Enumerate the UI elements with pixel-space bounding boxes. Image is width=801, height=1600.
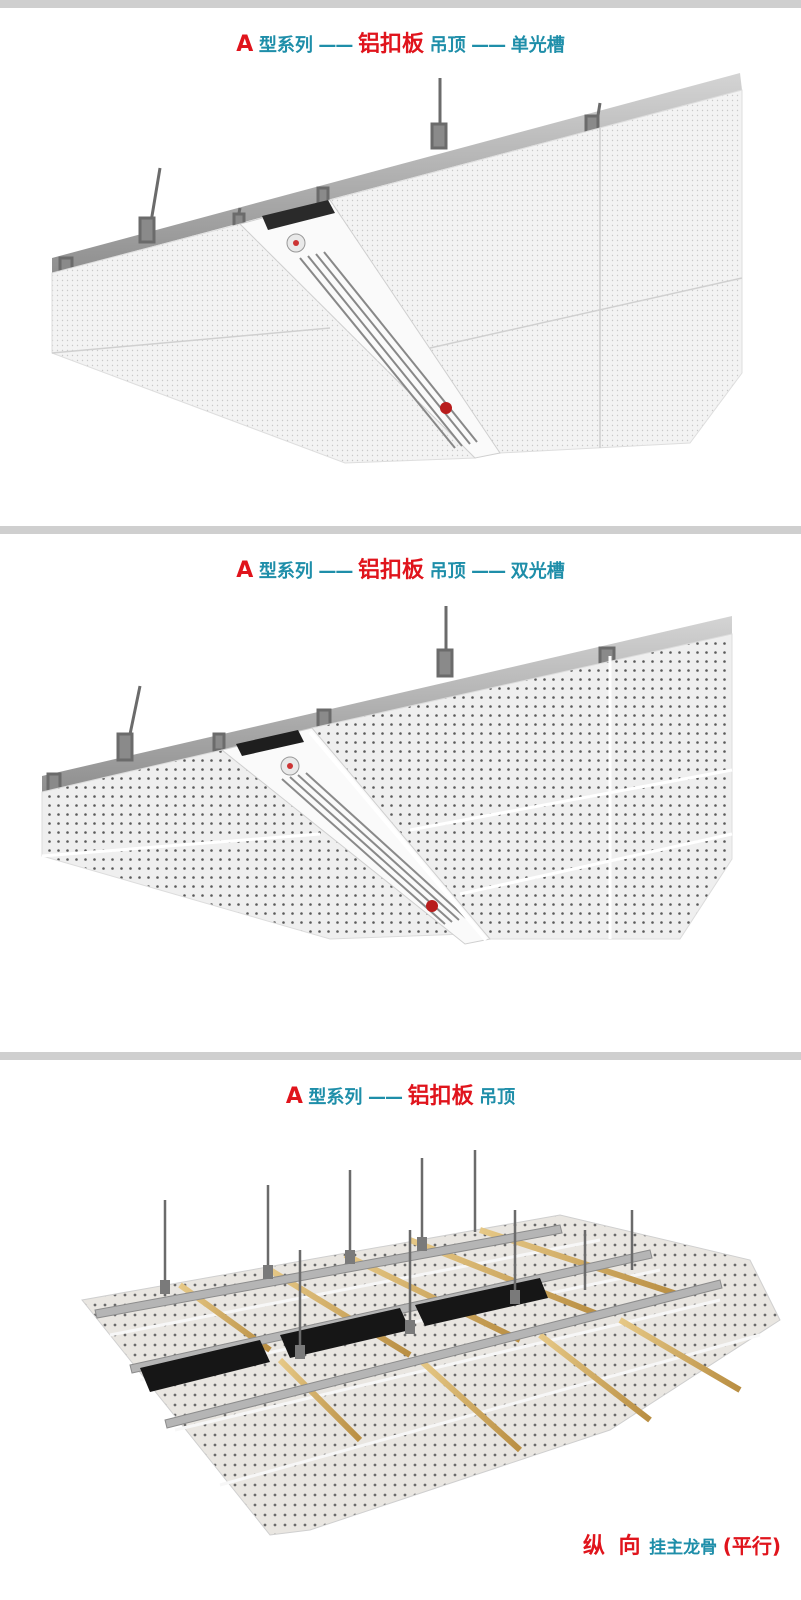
title-series: 型系列 <box>258 561 313 582</box>
title-variant: 单光槽 <box>510 35 565 56</box>
grid-caption: 纵 向 挂主龙骨 (平行) <box>583 1528 781 1560</box>
single-light-slot-ceiling-image <box>51 73 743 464</box>
section-divider-3 <box>0 1052 801 1060</box>
title-product: 铝扣板 <box>358 32 425 57</box>
caption-keel: 挂主龙骨 <box>649 1538 718 1558</box>
title-series: 型系列 <box>258 35 313 56</box>
title-series: 型系列 <box>308 1087 363 1108</box>
title-dash2: —— <box>471 35 506 56</box>
title-product: 铝扣板 <box>407 1084 474 1109</box>
caption-parallel: (平行) <box>722 1534 781 1558</box>
section-divider-2 <box>0 526 801 534</box>
caption-direction: 纵 向 <box>582 1534 644 1559</box>
section-divider-1 <box>0 0 801 8</box>
ceiling-grid-structure-image <box>81 1150 781 1536</box>
title-dash: —— <box>368 1087 403 1108</box>
section-single-slot: A 型系列 —— 铝扣板 吊顶 —— 单光槽 <box>0 8 801 526</box>
title-variant: 双光槽 <box>510 561 565 582</box>
title-dash: —— <box>318 561 353 582</box>
section-title: A 型系列 —— 铝扣板 吊顶 —— 单光槽 <box>0 26 801 58</box>
title-letter: A <box>285 1084 303 1109</box>
title-dash2: —— <box>471 561 506 582</box>
title-letter: A <box>236 32 254 57</box>
double-light-slot-ceiling-image <box>41 606 733 945</box>
section-title: A 型系列 —— 铝扣板 吊顶 —— 双光槽 <box>0 552 801 584</box>
section-grid-structure: A 型系列 —— 铝扣板 吊顶 <box>0 1060 801 1600</box>
title-suffix: 吊顶 <box>429 35 466 56</box>
title-product: 铝扣板 <box>358 558 425 583</box>
title-letter: A <box>236 558 254 583</box>
title-dash: —— <box>318 35 353 56</box>
section-title: A 型系列 —— 铝扣板 吊顶 <box>0 1078 801 1110</box>
section-double-slot: A 型系列 —— 铝扣板 吊顶 —— 双光槽 <box>0 534 801 1052</box>
title-suffix: 吊顶 <box>429 561 466 582</box>
title-suffix: 吊顶 <box>479 1087 516 1108</box>
